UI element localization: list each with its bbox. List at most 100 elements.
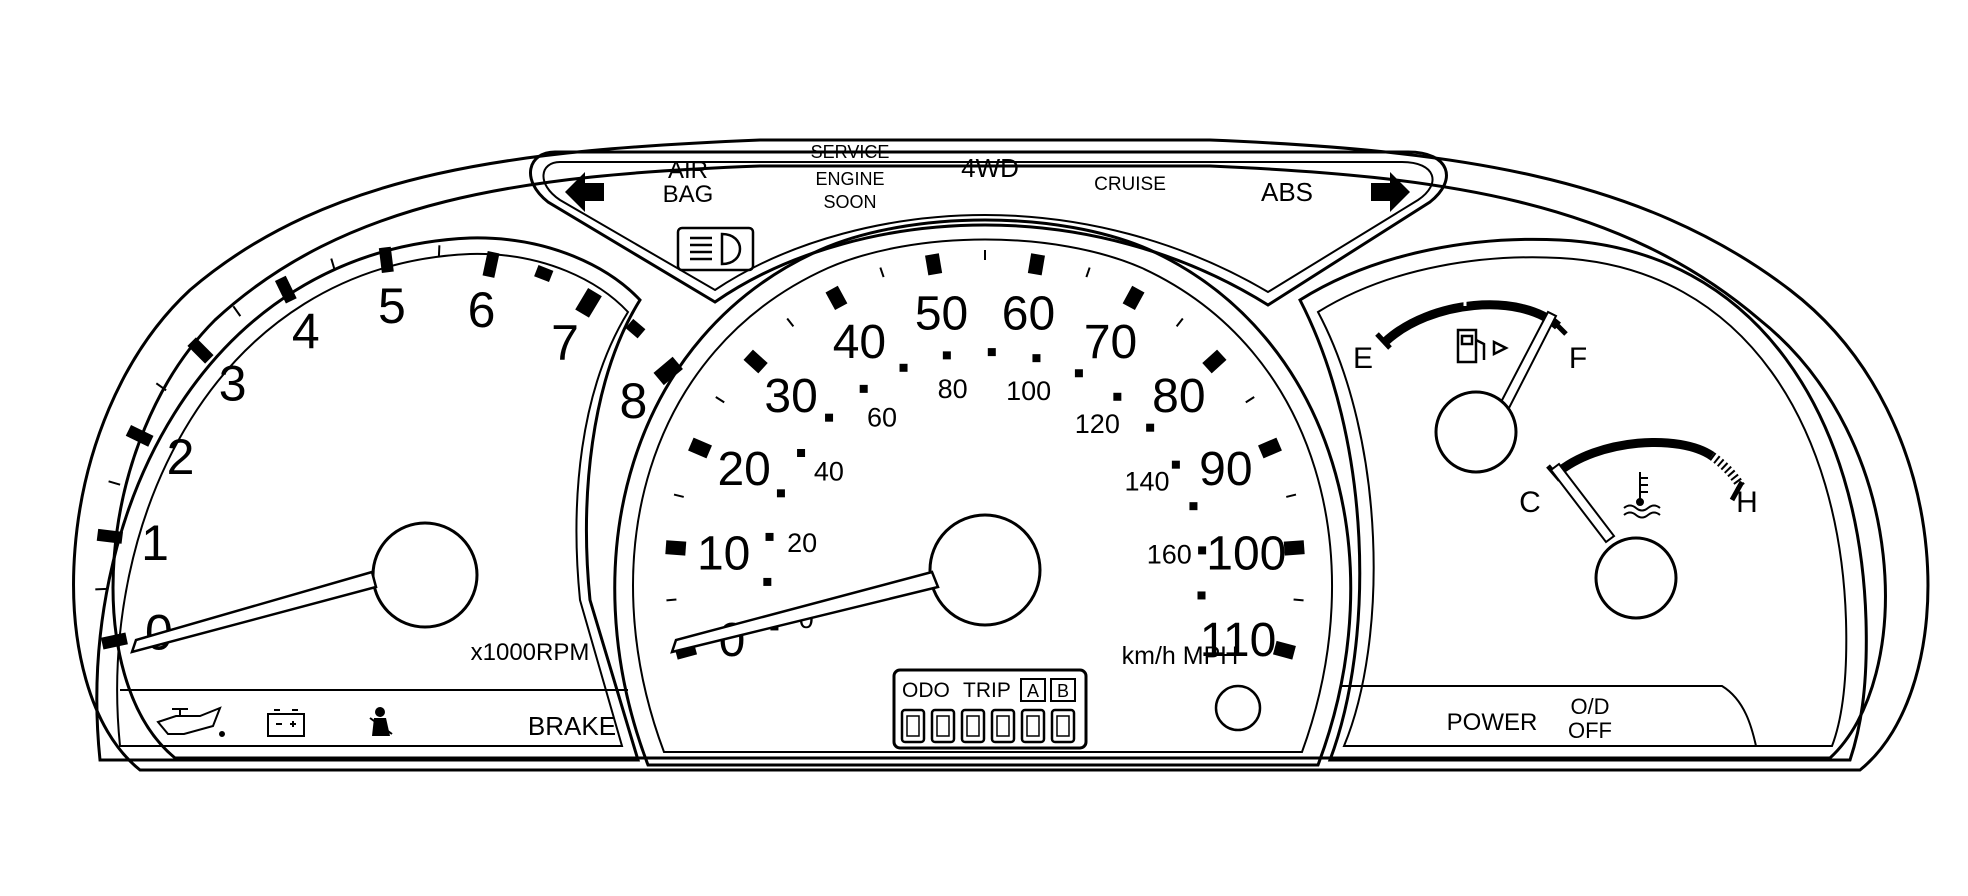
odometer-digit-window [906, 715, 920, 737]
speedometer-mph-label: 50 [915, 288, 968, 341]
trip-b-label: B [1057, 681, 1069, 701]
speedometer-mph-label: 30 [764, 370, 817, 423]
tachometer-tick [330, 258, 336, 271]
speedometer-kmh-tick [776, 489, 785, 498]
speedometer-mph-tick [674, 640, 698, 660]
odo-label: ODO [902, 679, 950, 702]
temp-cold-label: C [1519, 486, 1541, 519]
trip-reset-knob[interactable] [1214, 684, 1262, 732]
oil-pressure-icon [156, 706, 225, 737]
speedometer-mph-tick [825, 285, 848, 311]
speedometer-kmh-tick [1197, 591, 1206, 600]
four-wd-label: 4WD [961, 153, 1019, 183]
odometer-digit [1050, 708, 1076, 744]
speedometer-mph-tick [666, 598, 677, 602]
speedometer-mph-tick [925, 253, 943, 276]
odometer-digit [960, 708, 986, 744]
speedometer-mph-tick [715, 396, 725, 404]
speedometer-kmh-tick [899, 363, 908, 372]
speedometer-kmh-tick [797, 448, 806, 457]
abs-label: ABS [1261, 177, 1313, 207]
trip-label: TRIP [963, 679, 1011, 702]
speedometer-kmh-tick [859, 384, 868, 393]
odometer-digit [990, 708, 1016, 744]
cluster-housing [72, 138, 1930, 772]
speedometer-kmh-label: 140 [1124, 467, 1169, 497]
right-gauge-panel: E F C H [1298, 237, 1868, 762]
tachometer-tick [534, 265, 554, 283]
speedometer-kmh-label: 160 [1147, 539, 1192, 569]
speedometer-kmh-label: 40 [814, 457, 844, 487]
tachometer-tick [187, 337, 214, 364]
temperature-gauge: C H [1519, 438, 1758, 620]
tachometer-needle [130, 570, 378, 654]
speedometer-mph-label: 100 [1206, 527, 1286, 580]
speedometer-kmh-tick [987, 348, 996, 357]
speedometer-kmh-tick [1189, 502, 1198, 511]
speedometer-mph-label: 60 [1002, 288, 1055, 341]
tachometer-hub [371, 521, 479, 629]
speedometer-mph-label: 40 [833, 316, 886, 369]
od-off-label-line1: O/D [1570, 694, 1609, 719]
fuel-needle [1498, 310, 1558, 410]
indicator-panel: AIR BAG SERVICE ENGINE SOON 4WD CRUISE A… [529, 142, 1448, 307]
left-turn-arrow-icon [565, 172, 604, 212]
tachometer-tick [437, 245, 441, 258]
odometer-digits [900, 708, 1076, 744]
tachometer-label: 4 [292, 304, 320, 360]
tachometer-label: 7 [551, 315, 579, 371]
rpm-unit-label: x1000RPM [471, 639, 590, 666]
speedometer-mph-tick [1175, 317, 1184, 327]
odometer-digit [900, 708, 926, 744]
headlight-icon [676, 226, 755, 272]
air-bag-label-line1: AIR [668, 157, 708, 184]
tachometer-tick [100, 632, 128, 650]
speedometer-kmh-tick [765, 532, 774, 541]
speedometer-mph-tick [1286, 493, 1297, 498]
odometer-digit-window [1056, 715, 1070, 737]
speedometer-kmh-tick [1074, 369, 1083, 378]
cruise-label: CRUISE [1094, 174, 1166, 195]
service-engine-label-line2: ENGINE [815, 169, 884, 189]
tachometer-tick [625, 318, 646, 339]
speedometer-kmh-label: 20 [787, 528, 817, 558]
speedometer-kmh-tick [1113, 392, 1122, 401]
speedometer-mph-tick [1085, 267, 1091, 278]
power-label: POWER [1447, 709, 1538, 736]
tachometer-tick [232, 305, 242, 317]
temp-hot-label: H [1736, 486, 1758, 519]
fuel-gauge: E F [1353, 294, 1587, 474]
speedometer-mph-label: 110 [1200, 614, 1277, 667]
fuel-gauge-hub [1434, 390, 1518, 474]
speedometer-kmh-tick [1171, 460, 1180, 469]
service-engine-label-line3: SOON [823, 192, 876, 212]
speedometer-kmh-label: 100 [1006, 376, 1051, 406]
speedometer-mph-tick [673, 493, 684, 498]
speedometer-mph-tick [1283, 540, 1305, 556]
right-turn-arrow-icon [1371, 172, 1410, 212]
tachometer: 012345678 x1000RPM BRAKE [95, 236, 683, 762]
tachometer-label: 5 [378, 278, 406, 334]
tachometer-tick [482, 250, 500, 278]
speedometer-hub [928, 513, 1042, 627]
tachometer-tick [274, 275, 297, 304]
battery-icon [267, 709, 305, 737]
speedometer-kmh-label: 120 [1075, 409, 1120, 439]
tachometer-tick [575, 288, 602, 318]
service-engine-label-line1: SERVICE [811, 142, 890, 162]
speedometer-mph-label: 20 [717, 443, 770, 496]
fuel-full-label: F [1569, 342, 1587, 375]
speedometer-mph-tick [665, 540, 687, 556]
trip-a-label: A [1027, 681, 1039, 701]
brake-warning-label: BRAKE [528, 711, 616, 741]
speedometer-mph-label: 80 [1152, 370, 1205, 423]
tachometer-tick [108, 480, 121, 486]
temp-gauge-hub [1594, 536, 1678, 620]
odometer-digit-window [966, 715, 980, 737]
speedometer-mph-label: 90 [1199, 443, 1252, 496]
odometer-digit [1020, 708, 1046, 744]
od-off-label-line2: OFF [1568, 718, 1612, 743]
